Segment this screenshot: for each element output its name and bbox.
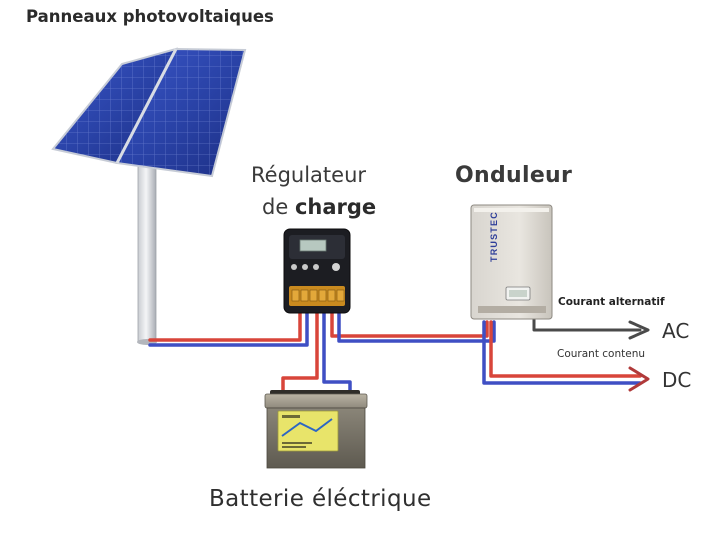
wire-panel-negative <box>148 310 309 347</box>
wire-dc-positive <box>489 320 642 378</box>
solar-panel <box>51 47 247 345</box>
wire-battery-positive <box>281 310 319 394</box>
ac-output-label: AC <box>662 319 690 343</box>
panel-pole <box>137 159 157 343</box>
battery-label: Batterie éléctrique <box>209 486 432 512</box>
wire-panel-positive <box>148 310 302 342</box>
regulator-label-line2: de charge <box>262 195 376 219</box>
inverter-label: Onduleur <box>455 163 573 188</box>
dc-arrowhead <box>628 366 650 392</box>
inverter-brand: TRUSTEC <box>489 211 499 262</box>
ac-arrowhead <box>628 320 650 340</box>
inverter: TRUSTEC <box>470 204 553 320</box>
wire-battery-negative <box>322 310 352 394</box>
battery <box>264 390 368 469</box>
wiring <box>148 310 650 394</box>
direct-current-label: Courant contenu <box>557 348 646 360</box>
wire-inverter-negative <box>337 310 496 343</box>
charge-regulator <box>283 228 351 314</box>
title-solar-panels: Panneaux photovoltaiques <box>26 7 274 26</box>
regulator-label-line1: Régulateur <box>251 163 367 187</box>
regulator-label-bold: charge <box>294 195 377 219</box>
dc-output-label: DC <box>662 368 692 392</box>
wire-inverter-positive <box>330 310 489 338</box>
alternating-current-label: Courant alternatif <box>558 296 665 308</box>
regulator-label-prefix: de <box>262 195 289 219</box>
wire-ac <box>532 313 642 332</box>
wire-dc-negative <box>482 320 642 385</box>
